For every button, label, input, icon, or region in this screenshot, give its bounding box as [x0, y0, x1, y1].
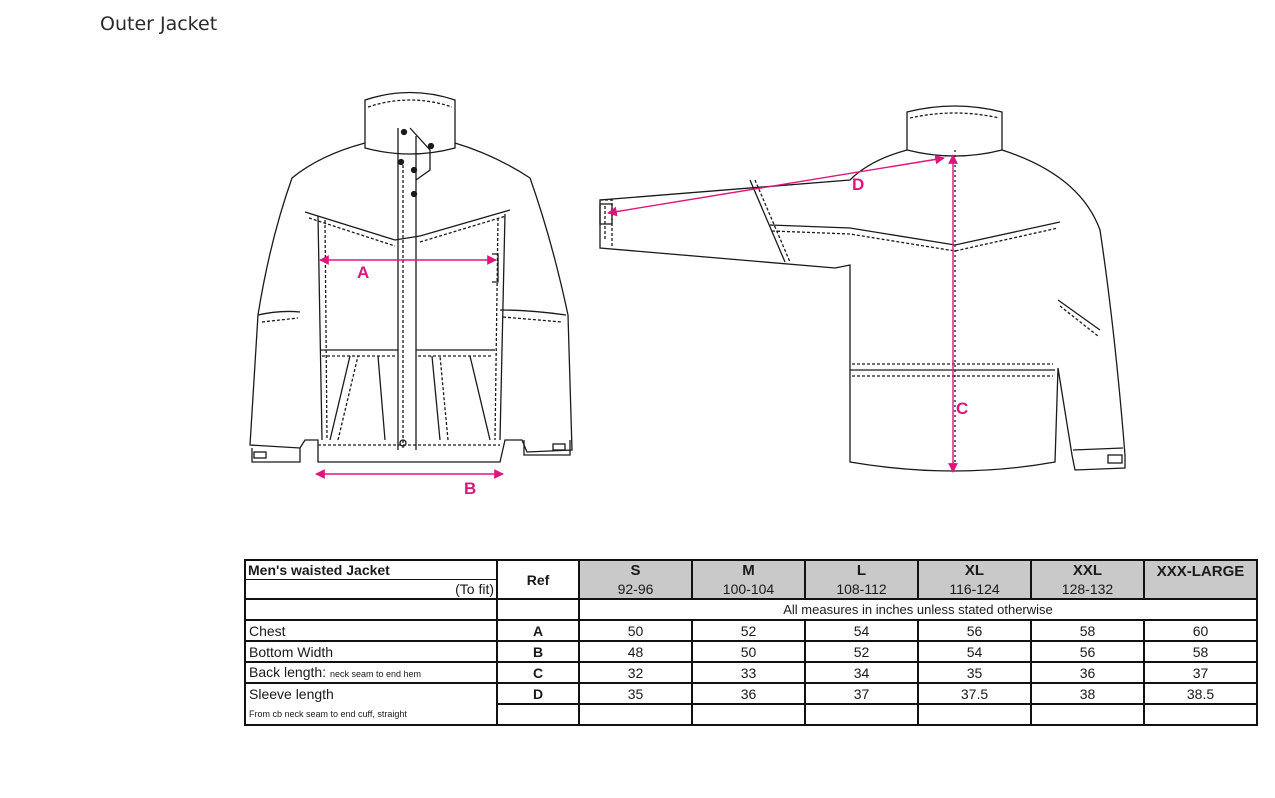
jacket-back-view: [599, 105, 1126, 472]
label-c: C: [956, 399, 968, 418]
row-label: Back length: neck seam to end hem: [244, 661, 498, 684]
row-label: Chest: [244, 619, 498, 642]
row-ref: D: [496, 682, 580, 705]
row-sublabel: neck seam to end hem: [329, 668, 422, 679]
note-row: All measures in inches unless stated oth…: [244, 598, 1258, 621]
size-header-xxxl: XXX-LARGE: [1143, 559, 1258, 600]
row-ref: A: [496, 619, 580, 642]
table-row: Back length: neck seam to end hem C 32 3…: [244, 661, 1258, 684]
jacket-name: Men's waisted Jacket: [246, 561, 496, 580]
page-title: Outer Jacket: [100, 13, 218, 35]
footnote: From cb neck seam to end cuff, straight: [244, 704, 498, 726]
table-row: Chest A 50 52 54 56 58 60: [244, 619, 1258, 642]
ref-header: Ref: [496, 559, 580, 600]
row-label: Bottom Width: [244, 640, 498, 663]
table-row: Sleeve length D 35 36 37 37.5 38 38.5: [244, 682, 1258, 705]
row-ref: C: [496, 661, 580, 684]
footnote-row: From cb neck seam to end cuff, straight: [244, 703, 1258, 726]
units-note: All measures in inches unless stated oth…: [578, 598, 1258, 621]
to-fit-label: (To fit): [455, 581, 494, 597]
jacket-illustrations: A B C D: [249, 91, 1126, 498]
row-label: Sleeve length: [244, 682, 498, 704]
row-ref: B: [496, 640, 580, 663]
label-d: D: [852, 175, 864, 194]
measure-line-d: [607, 154, 945, 217]
label-a: A: [357, 263, 369, 282]
label-b: B: [464, 479, 476, 498]
jacket-front-view: [249, 91, 573, 463]
measurement-annotations: A B C D: [315, 154, 968, 498]
table-row: Bottom Width B 48 50 52 54 56 58: [244, 640, 1258, 663]
table-title-cell: Men's waisted Jacket (To fit): [244, 559, 498, 600]
